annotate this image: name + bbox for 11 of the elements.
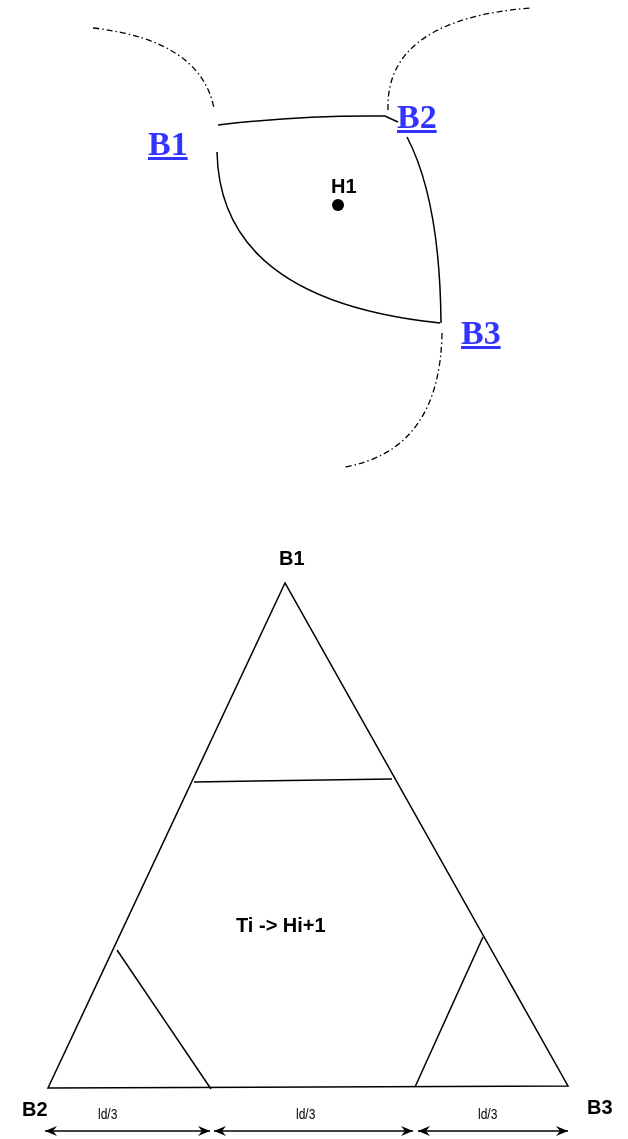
vertex-label: B1 (279, 548, 305, 568)
point-label: H1 (331, 176, 357, 196)
vertex-label: B2 (22, 1099, 48, 1119)
point-label: B2 (397, 100, 437, 134)
dimension-label: ld/3 (478, 1106, 498, 1121)
dimension-label: ld/3 (296, 1106, 316, 1121)
region-label: Ti -> Hi+1 (236, 915, 326, 935)
vertex-label: B3 (587, 1097, 613, 1117)
point-label: B1 (148, 127, 188, 161)
dimension-label: ld/3 (98, 1106, 118, 1121)
point-label: B3 (461, 316, 501, 350)
